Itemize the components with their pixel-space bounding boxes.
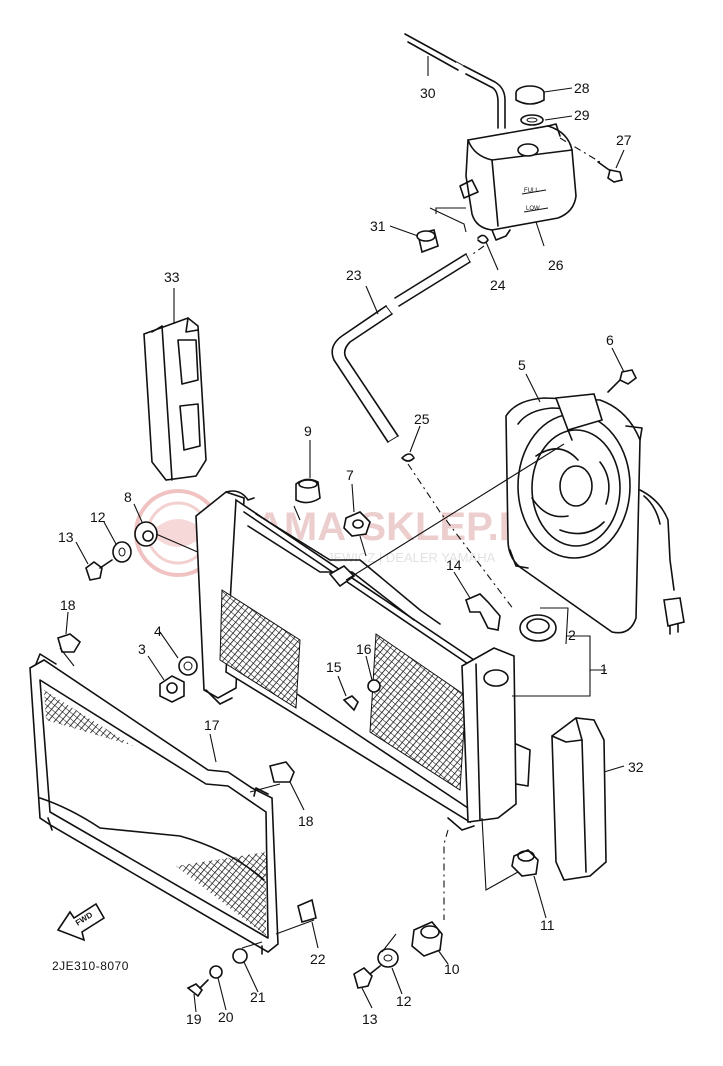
callout-23: 23 (346, 267, 362, 283)
part-5-fan-assembly (505, 393, 685, 635)
callout-5: 5 (518, 357, 526, 373)
part-18-fastener-right (269, 761, 295, 783)
assembly-lines (59, 207, 569, 953)
part-12-washer-left (112, 541, 132, 563)
callout-31: 31 (370, 218, 386, 234)
callout-26: 26 (548, 257, 564, 273)
part-17-radiator-guard (29, 653, 279, 955)
part-16-collar (367, 679, 381, 693)
callout-8: 8 (124, 489, 132, 505)
part-3-collar (159, 675, 185, 703)
part-32-side-cover (551, 717, 607, 881)
callout-29: 29 (574, 107, 590, 123)
part-11-collar (511, 849, 539, 877)
radiator-core (195, 490, 531, 831)
callout-24: 24 (490, 277, 506, 293)
part-26-reservoir-tank: FULL LOW (459, 123, 577, 241)
part-12-washer-bottom (377, 948, 399, 968)
callout-18-right: 18 (298, 813, 314, 829)
callout-7: 7 (346, 467, 354, 483)
callout-13-left: 13 (58, 529, 74, 545)
part-4-grommet (178, 656, 198, 676)
callout-30: 30 (420, 85, 436, 101)
callout-6: 6 (606, 332, 614, 348)
callout-12-left: 12 (90, 509, 106, 525)
callout-leaders (65, 56, 625, 1013)
forward-arrow-icon: FWD (56, 902, 106, 942)
part-30-overflow-hose (404, 33, 506, 129)
part-19-bolt (186, 979, 209, 998)
callout-14: 14 (446, 557, 462, 573)
part-28-reservoir-cap (515, 85, 545, 105)
callout-labels: 30 28 29 27 26 24 31 23 25 6 5 33 9 7 8 … (58, 80, 644, 1027)
part-24-hose-clip (477, 234, 489, 244)
callout-12-bottom: 12 (396, 993, 412, 1009)
part-20-collar (209, 965, 223, 979)
callout-16: 16 (356, 641, 372, 657)
callout-27: 27 (616, 132, 632, 148)
callout-33: 33 (164, 269, 180, 285)
callout-28: 28 (574, 80, 590, 96)
part-2-radiator-cap (519, 614, 557, 642)
leader-27-axis (559, 137, 601, 163)
part-23-radiator-hose (331, 253, 471, 443)
callout-11: 11 (540, 917, 555, 933)
callout-15: 15 (326, 659, 342, 675)
callout-20: 20 (218, 1009, 234, 1025)
callout-21: 21 (250, 989, 266, 1005)
callout-17: 17 (204, 717, 220, 733)
part-13-bolt-left (85, 559, 113, 581)
part-25-hose-clamp (401, 453, 415, 462)
part-14-bracket (465, 593, 501, 631)
callout-4: 4 (154, 623, 162, 639)
part-6-fan-bolt (607, 369, 638, 393)
callout-13-bottom: 13 (362, 1011, 378, 1027)
part-22-clip (297, 898, 317, 923)
part-31-grommet (416, 229, 439, 254)
svg-text:FULL: FULL (524, 188, 539, 194)
diagram-code: 2JE310-8070 (52, 959, 129, 973)
part-9-damper (295, 478, 321, 504)
callout-22: 22 (310, 951, 326, 967)
part-10-damper (411, 921, 443, 957)
part-15-screw (342, 695, 359, 712)
callout-1: 1 (600, 661, 608, 677)
part-21-washer (232, 948, 248, 964)
svg-text:LOW: LOW (526, 206, 540, 212)
callout-19: 19 (186, 1011, 202, 1027)
callout-25: 25 (414, 411, 430, 427)
part-13-bolt-bottom (353, 965, 381, 989)
part-33-side-cover (143, 317, 207, 481)
callout-18-left: 18 (60, 597, 76, 613)
callout-10: 10 (444, 961, 460, 977)
part-29-cap-gasket (520, 114, 544, 126)
leader-31-axis (429, 207, 467, 233)
callout-2: 2 (568, 627, 576, 643)
part-7-collar (343, 511, 371, 537)
callout-3: 3 (138, 641, 146, 657)
callout-9: 9 (304, 423, 312, 439)
part-8-damper (134, 521, 158, 547)
callout-32: 32 (628, 759, 644, 775)
part-27-tank-bolt (597, 161, 623, 183)
